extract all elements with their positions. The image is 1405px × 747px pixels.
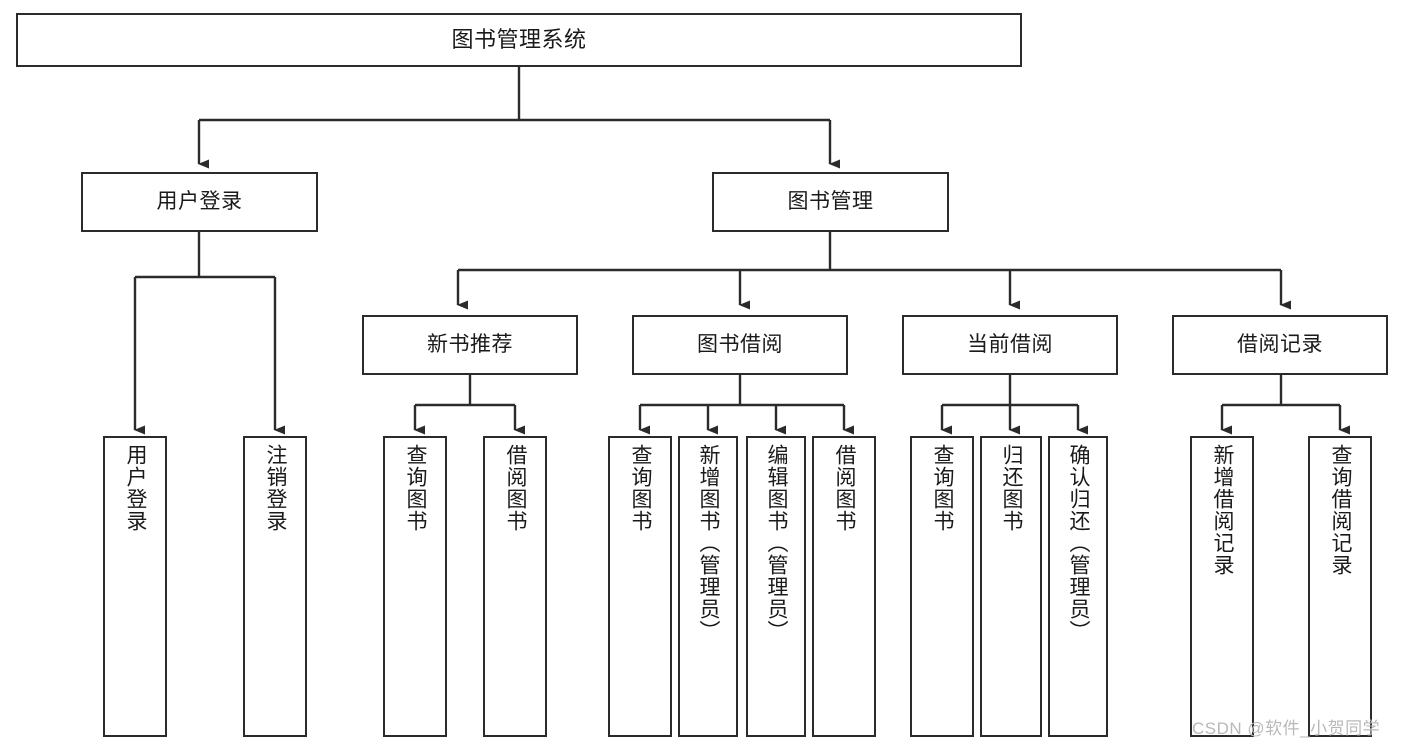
- leaf-borrow-add-book-admin-label: 新增图书（管理员）: [697, 444, 721, 642]
- node-book-management-label: 图书管理: [787, 189, 874, 213]
- csdn-watermark: CSDN @软件_小贺同学: [1192, 719, 1381, 738]
- leaf-borrow-edit-book-admin-label: 编辑图书（管理员）: [765, 444, 789, 642]
- node-root-system-label: 图书管理系统: [451, 27, 587, 53]
- leaf-current-query-book-label: 查询图书: [931, 444, 955, 532]
- node-current-borrow-label: 当前借阅: [967, 332, 1053, 356]
- leaf-record-query-record[interactable]: 查询借阅记录: [1308, 436, 1372, 737]
- leaf-logout-label: 注销登录: [264, 444, 288, 532]
- node-user-login-label: 用户登录: [156, 189, 243, 213]
- leaf-borrow-edit-book-admin[interactable]: 编辑图书（管理员）: [746, 436, 806, 737]
- leaf-record-add-record-label: 新增借阅记录: [1211, 444, 1235, 576]
- leaf-current-query-book[interactable]: 查询图书: [910, 436, 974, 737]
- leaf-borrow-query-book[interactable]: 查询图书: [608, 436, 672, 737]
- leaf-current-return-book[interactable]: 归还图书: [980, 436, 1042, 737]
- leaf-logout[interactable]: 注销登录: [243, 436, 307, 737]
- leaf-newbook-query-book-label: 查询图书: [404, 444, 428, 532]
- leaf-borrow-borrow-book-label: 借阅图书: [833, 444, 857, 532]
- leaf-borrow-add-book-admin[interactable]: 新增图书（管理员）: [678, 436, 738, 737]
- node-borrow-record-label: 借阅记录: [1237, 332, 1323, 356]
- leaf-current-return-book-label: 归还图书: [1000, 444, 1024, 532]
- leaf-record-add-record[interactable]: 新增借阅记录: [1190, 436, 1254, 737]
- leaf-user-login-label: 用户登录: [124, 444, 148, 532]
- leaf-newbook-borrow-book[interactable]: 借阅图书: [483, 436, 547, 737]
- node-borrow-record[interactable]: 借阅记录: [1172, 315, 1388, 375]
- node-new-book-recommend[interactable]: 新书推荐: [362, 315, 578, 375]
- node-current-borrow[interactable]: 当前借阅: [902, 315, 1118, 375]
- node-book-borrow-label: 图书借阅: [697, 332, 783, 356]
- node-book-borrow[interactable]: 图书借阅: [632, 315, 848, 375]
- leaf-newbook-borrow-book-label: 借阅图书: [504, 444, 528, 532]
- leaf-newbook-query-book[interactable]: 查询图书: [383, 436, 447, 737]
- leaf-user-login[interactable]: 用户登录: [103, 436, 167, 737]
- leaf-current-confirm-return-admin-label: 确认归还（管理员）: [1067, 444, 1091, 642]
- node-new-book-recommend-label: 新书推荐: [427, 332, 513, 356]
- leaf-current-confirm-return-admin[interactable]: 确认归还（管理员）: [1048, 436, 1108, 737]
- node-root-system[interactable]: 图书管理系统: [16, 13, 1022, 67]
- leaf-borrow-query-book-label: 查询图书: [629, 444, 653, 532]
- leaf-borrow-borrow-book[interactable]: 借阅图书: [812, 436, 876, 737]
- node-user-login[interactable]: 用户登录: [81, 172, 318, 232]
- node-book-management[interactable]: 图书管理: [712, 172, 949, 232]
- leaf-record-query-record-label: 查询借阅记录: [1329, 444, 1353, 576]
